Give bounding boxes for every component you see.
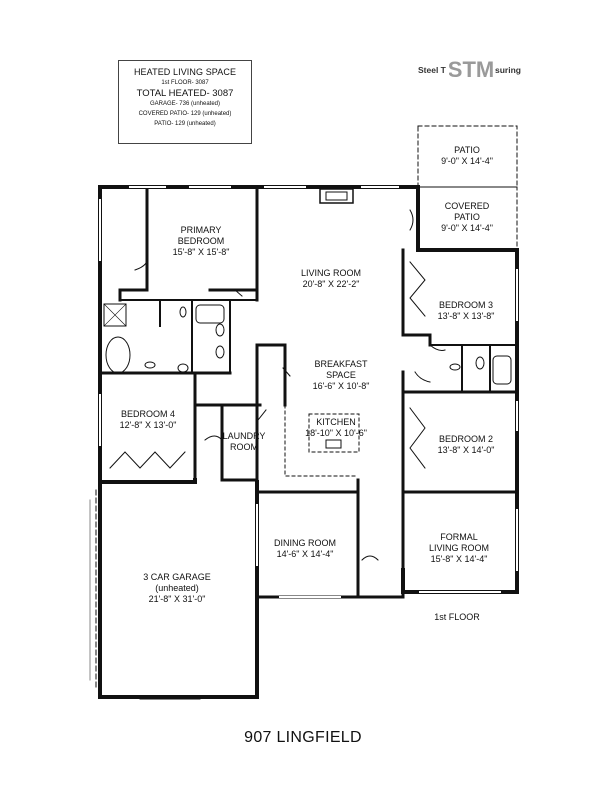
company-logo: Steel T STM suring: [418, 56, 523, 84]
summary-total: TOTAL HEATED- 3087: [136, 88, 234, 99]
covered-patio-outline: [417, 186, 518, 251]
summary-first-floor: 1st FLOOR- 3087: [161, 80, 209, 86]
room-label-breakfast-space: BREAKFAST SPACE 16'-6" X 10'-8": [312, 359, 370, 391]
room-label-patio: PATIO 9'-0" X 14'-4": [441, 145, 493, 166]
room-label-dining-room: DINING ROOM 14'-6" X 14'-4": [274, 538, 336, 559]
area-summary-box: HEATED LIVING SPACE 1st FLOOR- 3087 TOTA…: [118, 60, 252, 144]
logo-right-text: suring: [495, 65, 521, 75]
fireplace: [319, 188, 354, 204]
logo-left-text: Steel T: [418, 65, 446, 75]
room-label-bedroom-2: BEDROOM 2 13'-8" X 14'-0": [437, 434, 495, 455]
room-label-kitchen: KITCHEN 18'-10" X 10'-6": [305, 417, 367, 438]
logo-mark-icon: STM: [449, 57, 493, 82]
floor-label: 1st FLOOR: [434, 612, 480, 622]
room-label-covered-patio: COVERED PATIO 9'-0" X 14'-4": [441, 201, 493, 233]
summary-heading: HEATED LIVING SPACE: [133, 67, 237, 77]
kitchen-island: [308, 413, 360, 453]
room-label-primary-bedroom: PRIMARY BEDROOM 15'-8" X 15'-8": [172, 225, 230, 257]
summary-patio: PATIO- 129 (unheated): [154, 121, 216, 127]
summary-covered-patio: COVERED PATIO- 129 (unheated): [138, 111, 232, 117]
room-label-bedroom-4: BEDROOM 4 12'-8" X 13'-0": [119, 409, 177, 430]
property-address: 907 LINGFIELD: [244, 729, 362, 746]
room-label-laundry-room: LAUNDRY ROOM: [222, 431, 266, 452]
logo-mark-text: STM: [449, 57, 493, 82]
room-label-garage: 3 CAR GARAGE (unheated) 21'-8" X 31'-0": [143, 572, 211, 604]
summary-garage: GARAGE- 736 (unheated): [149, 101, 221, 107]
garage-walls: [98, 480, 259, 699]
room-label-bedroom-3: BEDROOM 3 13'-8" X 13'-8": [437, 300, 495, 321]
room-label-living-room: LIVING ROOM 20'-8" X 22'-2": [300, 268, 362, 289]
room-label-formal-living-room: FORMAL LIVING ROOM 15'-8" X 14'-4": [428, 532, 490, 564]
